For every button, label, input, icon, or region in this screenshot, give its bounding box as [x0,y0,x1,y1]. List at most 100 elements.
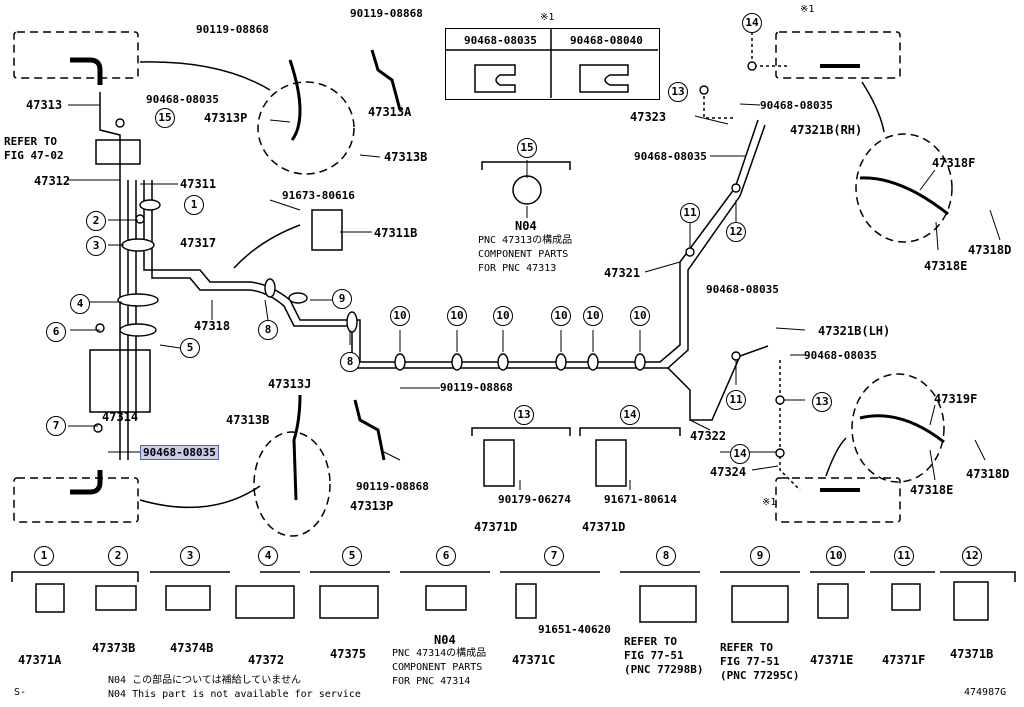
label-90468-08035-highlight[interactable]: 90468-08035 [140,445,219,460]
label-47313B-bot: 47313B [226,413,270,427]
label-47313P-bot: 47313P [350,499,394,513]
part-number-5: 5 [342,546,362,566]
label-90119-08868-mid: 90119-08868 [440,381,513,394]
kome-mark-bottom: ※1 [762,497,777,508]
part-label-9-line3: (PNC 77295C) [720,669,800,682]
label-90119-08868-b: 90119-08868 [350,7,423,20]
label-91673-80616: 91673-80616 [282,189,355,202]
footnote-en: N04 This part is not available for servi… [108,689,361,700]
callout-14-top: 14 [742,13,762,33]
part-label-8-line2: FIG 77-51 [624,649,684,662]
part-number-6: 6 [436,546,456,566]
label-47318D-top: 47318D [968,243,1012,257]
label-47313J: 47313J [268,377,312,391]
label-47321: 47321 [604,266,641,280]
callout-4: 4 [70,294,90,314]
part-number-10: 10 [826,546,846,566]
footnote-jp: N04 この部品については補給していません [108,675,301,686]
callout-3: 3 [86,236,106,256]
label-90119-08868-a: 90119-08868 [196,23,269,36]
kome-mark-top: ※1 [800,4,815,15]
callout-9: 9 [332,289,352,309]
label-47313A: 47313A [368,105,412,119]
callout-1: 1 [184,195,204,215]
label-47324: 47324 [710,465,747,479]
part-label-1: 47371A [18,653,62,667]
label-90468-08035-r2: 90468-08035 [634,150,707,163]
part-label-2: 47373B [92,641,136,655]
callout-7: 7 [46,416,66,436]
label-47323: 47323 [630,110,667,124]
label-47317: 47317 [180,236,217,250]
callout-8b: 8 [340,352,360,372]
callout-10e: 10 [583,306,603,326]
callout-2: 2 [86,211,106,231]
kome-mark-table: ※1 [540,12,555,23]
label-90468-08035-r4: 90468-08035 [804,349,877,362]
callout-8a: 8 [258,320,278,340]
part-label-8-line1: REFER TO [624,635,677,648]
clip-table: 90468-08035 90468-08040 [445,28,660,100]
label-47371D-a: 47371D [474,520,518,534]
label-47313P-top: 47313P [204,111,248,125]
pnc-47314-line2: COMPONENT PARTS [392,662,483,673]
label-47314: 47314 [102,410,139,424]
figure-id: 474987G [964,687,1007,698]
label-n04-mid: N04 [515,219,537,233]
label-90468-08035-left: 90468-08035 [146,93,219,106]
part-label-8-line3: (PNC 77298B) [624,663,704,676]
part-label-10: 47371E [810,653,854,667]
callout-10f: 10 [630,306,650,326]
part-label-3: 47374B [170,641,214,655]
callout-5: 5 [180,338,200,358]
pnc-47314-line1: PNC 47314の構成品 [392,648,487,659]
part-number-2: 2 [108,546,128,566]
part-label-6: N04 [434,633,456,647]
label-47313B-top: 47313B [384,150,428,164]
callout-14-mid: 14 [620,405,640,425]
table-header-2: 90468-08040 [570,34,643,47]
callout-10c: 10 [493,306,513,326]
label-47318E-bot: 47318E [910,483,954,497]
callout-12: 12 [726,222,746,242]
callout-6: 6 [46,322,66,342]
pnc-47313-line3: FOR PNC 47313 [478,263,557,274]
label-91671-80614: 91671-80614 [604,493,677,506]
label-47311: 47311 [180,177,217,191]
callout-10b: 10 [447,306,467,326]
part-number-4: 4 [258,546,278,566]
label-47322: 47322 [690,429,727,443]
callout-13-bot: 13 [812,392,832,412]
callout-15-left: 15 [155,108,175,128]
part-number-7: 7 [544,546,564,566]
callout-13-mid: 13 [514,405,534,425]
label-47318: 47318 [194,319,231,333]
part-label-5: 47375 [330,647,367,661]
part-label-9-line1: REFER TO [720,641,773,654]
label-fig-47-02: FIG 47-02 [4,149,64,162]
pnc-47314-line3: FOR PNC 47314 [392,676,471,687]
label-47311B: 47311B [374,226,418,240]
part-number-8: 8 [656,546,676,566]
part-number-3: 3 [180,546,200,566]
part-label-11: 47371F [882,653,926,667]
part-number-11: 11 [894,546,914,566]
label-47318D-bot: 47318D [966,467,1010,481]
callout-10a: 10 [390,306,410,326]
label-90119-08868-bot: 90119-08868 [356,480,429,493]
table-header-1: 90468-08035 [464,34,537,47]
corner-mark: S- [14,687,27,698]
part-label-7: 47371C [512,653,556,667]
pnc-47313-line2: COMPONENT PARTS [478,249,569,260]
callout-14-bot: 14 [730,444,750,464]
label-47371D-b: 47371D [582,520,626,534]
pnc-47313-line1: PNC 47313の構成品 [478,235,573,246]
part-label-9-line2: FIG 77-51 [720,655,780,668]
callout-10d: 10 [551,306,571,326]
label-47321B-LH: 47321B(LH) [818,324,891,338]
part-label-12: 47371B [950,647,994,661]
label-47312: 47312 [34,174,71,188]
label-90179-06274: 90179-06274 [498,493,571,506]
